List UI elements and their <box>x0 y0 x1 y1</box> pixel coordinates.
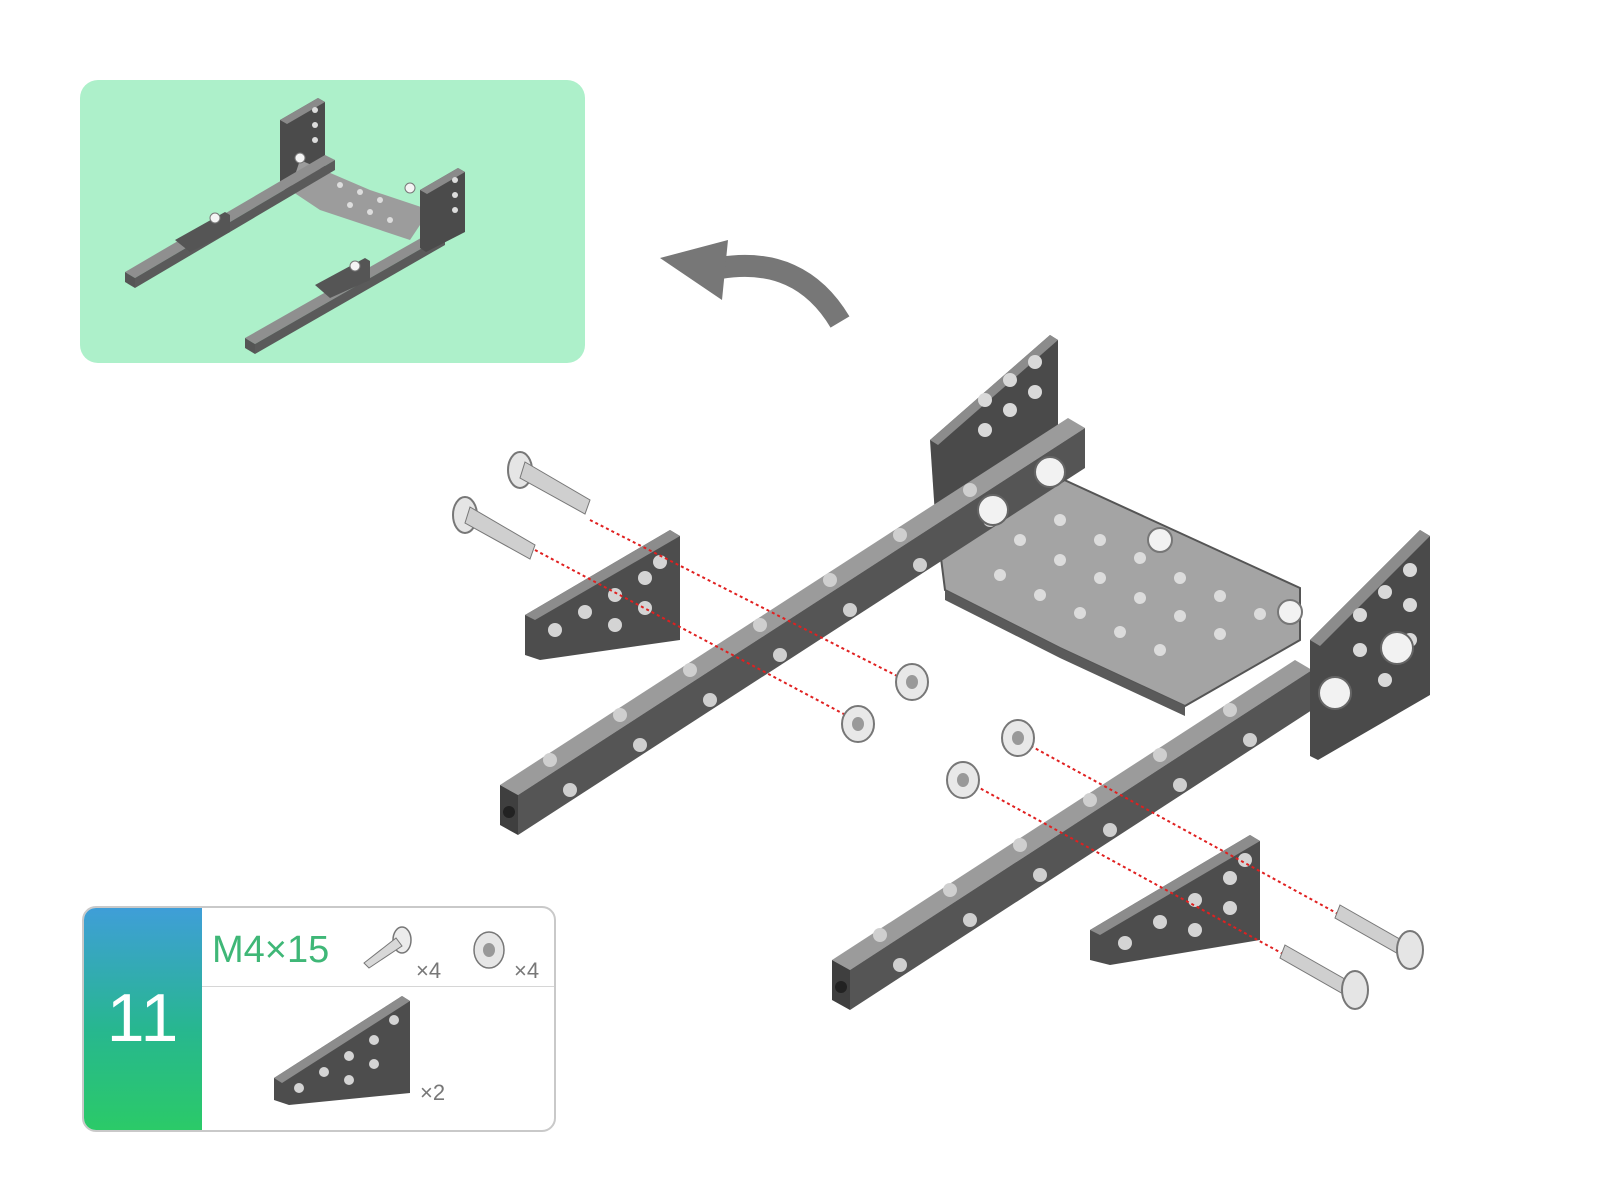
bracket-quantity: ×2 <box>420 1080 446 1105</box>
triangle-bracket-icon <box>274 996 410 1105</box>
screw-icon <box>363 926 412 969</box>
screw-quantity: ×4 <box>416 958 442 983</box>
step-number: 11 <box>106 980 180 1056</box>
nut-quantity: ×4 <box>514 958 540 983</box>
parts-divider <box>202 986 554 987</box>
parts-icons <box>274 926 505 1105</box>
screw-spec-label: M4×15 <box>212 929 330 971</box>
step-badge: 11 <box>84 908 202 1130</box>
screw-right-upper <box>1334 904 1424 970</box>
return-arrow-icon <box>718 254 850 328</box>
screw-right-lower <box>1279 944 1369 1010</box>
nut-icon <box>473 931 505 969</box>
screw-left-lower <box>452 496 536 560</box>
preview-frame-thumbnail <box>125 98 465 354</box>
screw-left-upper <box>507 451 591 515</box>
preview-panel <box>80 80 585 363</box>
parts-panel: 11 M4×15 ×4 ×4 ×2 <box>82 906 556 1132</box>
